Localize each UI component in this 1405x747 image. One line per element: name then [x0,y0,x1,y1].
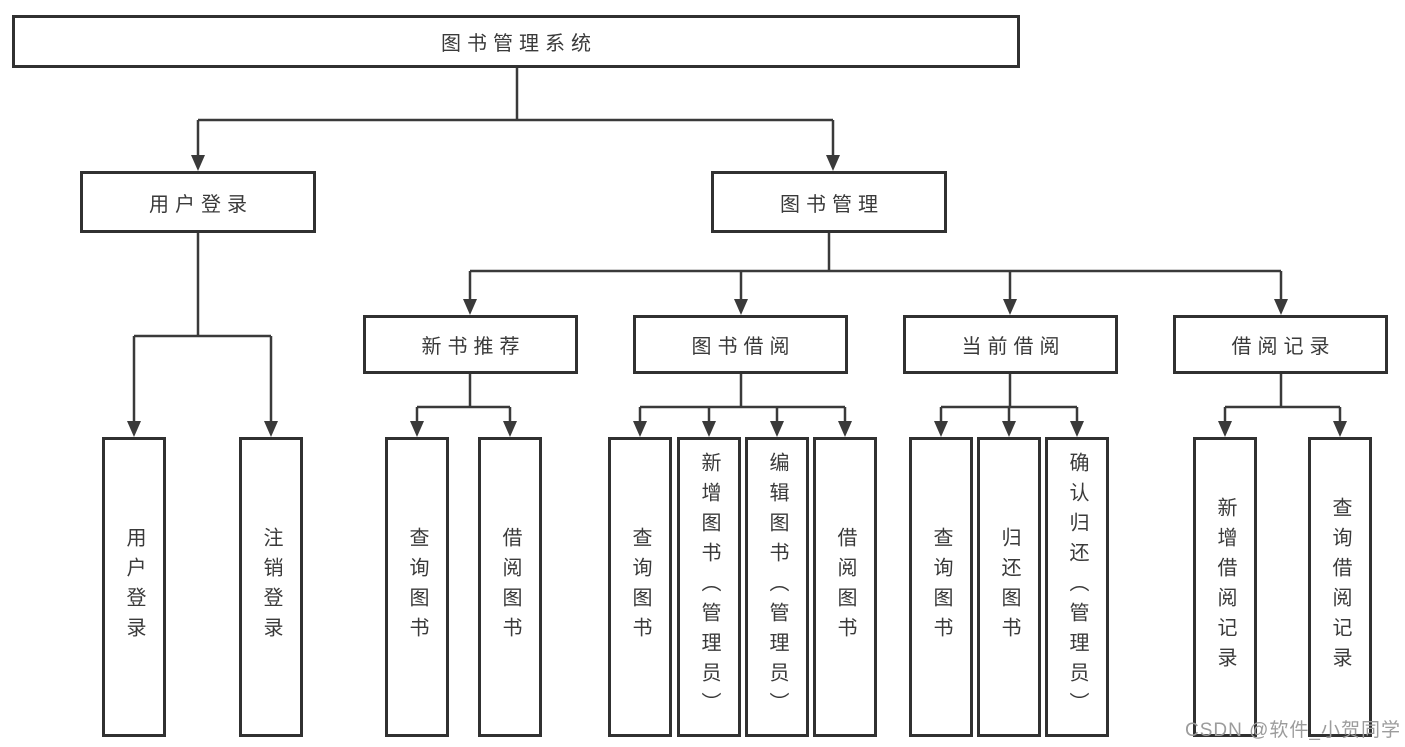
node-label: 图书借阅 [691,336,796,358]
leaf-logout: 注销登录 [239,437,303,737]
node-label: 新书推荐 [421,336,526,358]
leaf-query-borrow-record: 查询借阅记录 [1308,437,1372,737]
node-label: 当前借阅 [961,336,1066,358]
node-borrowing-records: 借阅记录 [1173,315,1388,374]
node-label: 查询借阅记录 [1329,497,1351,677]
node-label: 查询图书 [406,527,428,647]
node-book-management-branch: 图书管理 [711,171,947,233]
leaf-query-books-recommend: 查询图书 [385,437,449,737]
node-library-management-system: 图书管理系统 [12,15,1020,68]
connector-new-book-rec-branch [415,374,512,423]
node-label: 用户登录 [149,193,253,216]
node-label: 确认归还（管理员） [1066,452,1088,722]
leaf-confirm-return-admin: 确认归还（管理员） [1045,437,1109,737]
node-label: 新增图书（管理员） [698,452,720,722]
node-label: 查询图书 [930,527,952,647]
arrowheads [127,155,1347,437]
node-book-borrowing: 图书借阅 [633,315,848,374]
node-label: 编辑图书（管理员） [766,452,788,722]
connector-root-to-level2 [196,68,835,157]
node-label: 归还图书 [998,527,1020,647]
node-label: 查询图书 [629,527,651,647]
connector-borrow-records-branch [1223,374,1342,423]
node-label: 新增借阅记录 [1214,497,1236,677]
leaf-query-books-current: 查询图书 [909,437,973,737]
connector-user-login-branch [132,233,273,423]
node-user-login-branch: 用户登录 [80,171,316,233]
node-new-book-recommendation: 新书推荐 [363,315,578,374]
leaf-add-books-admin: 新增图书（管理员） [677,437,741,737]
node-label: 用户登录 [123,527,145,647]
node-label: 借阅图书 [499,527,521,647]
leaf-query-books-borrow: 查询图书 [608,437,672,737]
node-label: 注销登录 [260,527,282,647]
node-label: 借阅记录 [1231,336,1336,358]
node-current-borrowing: 当前借阅 [903,315,1118,374]
connector-current-borrow-branch [939,374,1079,423]
connector-book-mgmt-to-level3 [468,233,1283,301]
leaf-return-books: 归还图书 [977,437,1041,737]
leaf-user-login: 用户登录 [102,437,166,737]
connector-book-borrow-branch [638,374,847,423]
leaf-edit-books-admin: 编辑图书（管理员） [745,437,809,737]
csdn-watermark: CSDN @软件_小贺同学 [1185,720,1401,741]
leaf-borrow-books: 借阅图书 [813,437,877,737]
node-label: 图书管理系统 [441,33,597,55]
node-label: 图书管理 [780,193,884,216]
leaf-add-borrow-record: 新增借阅记录 [1193,437,1257,737]
node-label: 借阅图书 [834,527,856,647]
leaf-borrow-books-recommend: 借阅图书 [478,437,542,737]
